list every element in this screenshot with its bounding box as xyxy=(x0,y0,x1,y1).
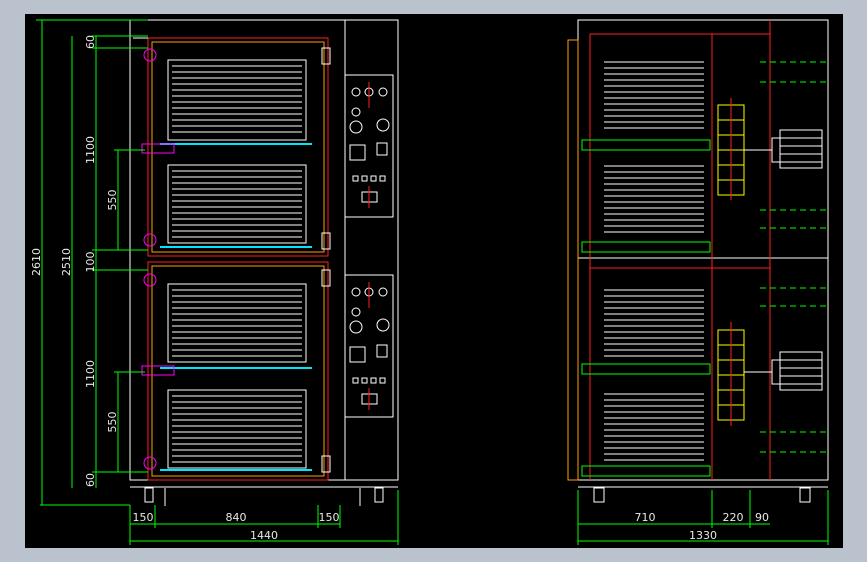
upper-tray-2 xyxy=(160,164,312,248)
dim-upper-tray: 550 xyxy=(106,190,119,211)
dim-overall-width: 1440 xyxy=(250,529,278,542)
side-dimension-lines xyxy=(577,490,829,545)
side-feet xyxy=(593,487,811,503)
dim-total-inner: 2510 xyxy=(60,248,73,276)
side-lower-trays xyxy=(581,289,711,477)
lower-motor xyxy=(744,351,823,391)
dim-right-margin: 150 xyxy=(319,511,340,524)
front-feet xyxy=(144,487,384,506)
dim-middle-gap: 100 xyxy=(84,252,97,273)
upper-control-panel xyxy=(344,74,394,218)
dim-fan-depth: 220 xyxy=(723,511,744,524)
upper-tray-1 xyxy=(160,59,312,145)
dim-upper-height: 1100 xyxy=(84,136,97,164)
side-dimension-labels: 710 220 90 1330 xyxy=(635,511,770,542)
lower-oven xyxy=(141,261,331,481)
dim-lower-height: 1100 xyxy=(84,360,97,388)
lower-tray-1 xyxy=(160,283,312,369)
side-upper-trays xyxy=(581,61,711,253)
dim-top-gap: 60 xyxy=(84,35,97,49)
upper-oven xyxy=(133,37,331,257)
front-dimension-lines xyxy=(36,19,399,545)
dim-bottom-gap: 60 xyxy=(84,473,97,487)
upper-motor xyxy=(744,129,823,169)
dim-side-overall: 1330 xyxy=(689,529,717,542)
lower-control-panel xyxy=(344,274,394,418)
lower-fan xyxy=(717,322,745,426)
dim-total-outer: 2610 xyxy=(30,248,43,276)
side-view: 710 220 90 1330 xyxy=(567,19,829,545)
dim-lower-tray: 550 xyxy=(106,412,119,433)
front-dimension-labels: 2610 2510 60 1100 550 100 1100 550 60 15… xyxy=(30,35,340,542)
dim-chamber-depth: 710 xyxy=(635,511,656,524)
dim-middle-width: 840 xyxy=(226,511,247,524)
dim-rear-depth: 90 xyxy=(755,511,769,524)
drawing-canvas xyxy=(25,14,843,548)
front-view: 2610 2510 60 1100 550 100 1100 550 60 15… xyxy=(30,19,399,545)
lower-tray-2 xyxy=(160,389,312,471)
dim-left-margin: 150 xyxy=(133,511,154,524)
